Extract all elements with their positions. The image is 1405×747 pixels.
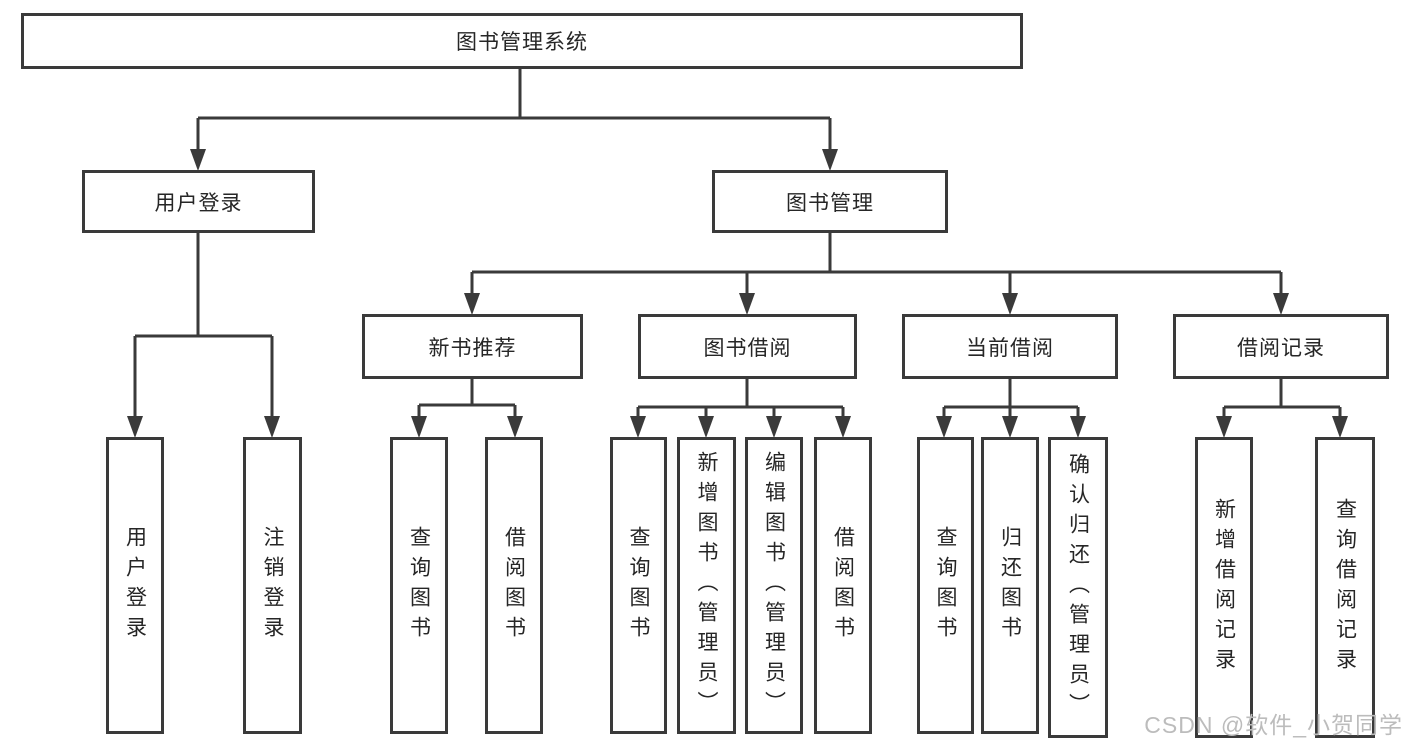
node-label: 用户登录 [154,191,243,215]
leaf-add-borrow-record: 新增借阅记录 [1195,437,1253,738]
stem-newrec-group [417,379,517,420]
stem-root [196,66,832,152]
leaf-label: 用户登录 [123,525,147,646]
node-user-login: 用户登录 [82,170,315,233]
node-book-borrow: 图书借阅 [638,314,857,379]
arrowhead [411,416,427,438]
arrowhead [1332,416,1348,438]
stem-borrow-group [636,379,845,420]
leaf-label: 查询图书 [407,525,431,646]
arrowhead [835,416,851,438]
node-library-management-system: 图书管理系统 [21,13,1023,69]
arrowhead [739,293,755,315]
leaf-borrow-book: 借阅图书 [814,437,872,734]
leaf-return-book: 归还图书 [981,437,1039,734]
connector-stems [133,66,1342,420]
arrowhead [1216,416,1232,438]
leaf-logout: 注销登录 [243,437,302,734]
leaf-label: 查询借阅记录 [1333,497,1357,678]
leaf-edit-book-admin: 编辑图书（管理员） [745,437,803,734]
leaf-label: 借阅图书 [502,525,526,646]
csdn-watermark: CSDN @软件_小贺同学 [1144,712,1403,738]
leaf-query-book-borrow: 查询图书 [610,437,667,734]
leaf-query-borrow-record: 查询借阅记录 [1315,437,1375,738]
arrowhead [127,416,143,438]
leaf-label: 确认归还（管理员） [1066,452,1090,723]
stem-book-mgmt-group [470,233,1283,297]
arrowhead [507,416,523,438]
arrowhead [766,416,782,438]
leaf-label: 注销登录 [261,525,284,646]
arrowhead [936,416,952,438]
leaf-query-book-recommend: 查询图书 [390,437,448,734]
node-borrow-records: 借阅记录 [1173,314,1389,379]
leaf-label: 归还图书 [998,525,1022,646]
arrowhead [464,293,480,315]
leaf-label: 查询图书 [627,525,650,646]
leaf-label: 新增图书（管理员） [695,450,718,721]
node-new-book-recommend: 新书推荐 [362,314,583,379]
leaf-borrow-book-recommend: 借阅图书 [485,437,543,734]
arrowhead [264,416,280,438]
arrowhead [1273,293,1289,315]
leaf-add-book-admin: 新增图书（管理员） [677,437,736,734]
leaf-label: 新增借阅记录 [1212,497,1236,678]
leaf-label: 查询图书 [934,525,957,646]
node-label: 图书管理 [786,191,874,215]
stem-current-group [942,379,1080,420]
arrowhead [630,416,646,438]
leaf-query-book-current: 查询图书 [917,437,974,734]
arrowhead [698,416,714,438]
arrowhead [1002,416,1018,438]
leaf-user-login: 用户登录 [106,437,164,734]
leaf-confirm-return-admin: 确认归还（管理员） [1048,437,1108,738]
node-label: 图书借阅 [703,336,792,360]
arrowhead [190,149,206,171]
node-label: 新书推荐 [428,336,517,360]
connector-arrowheads [127,149,1348,438]
stem-records-group [1222,379,1342,420]
node-label: 当前借阅 [966,336,1054,360]
stem-user-login-group [133,233,274,420]
leaf-label: 借阅图书 [831,525,855,646]
node-label: 图书管理系统 [456,31,588,54]
arrowhead [1002,293,1018,315]
arrowhead [822,149,838,171]
node-label: 借阅记录 [1237,336,1325,360]
node-book-management: 图书管理 [712,170,948,233]
arrowhead [1070,416,1086,438]
leaf-label: 编辑图书（管理员） [762,450,786,721]
node-current-borrow: 当前借阅 [902,314,1118,379]
